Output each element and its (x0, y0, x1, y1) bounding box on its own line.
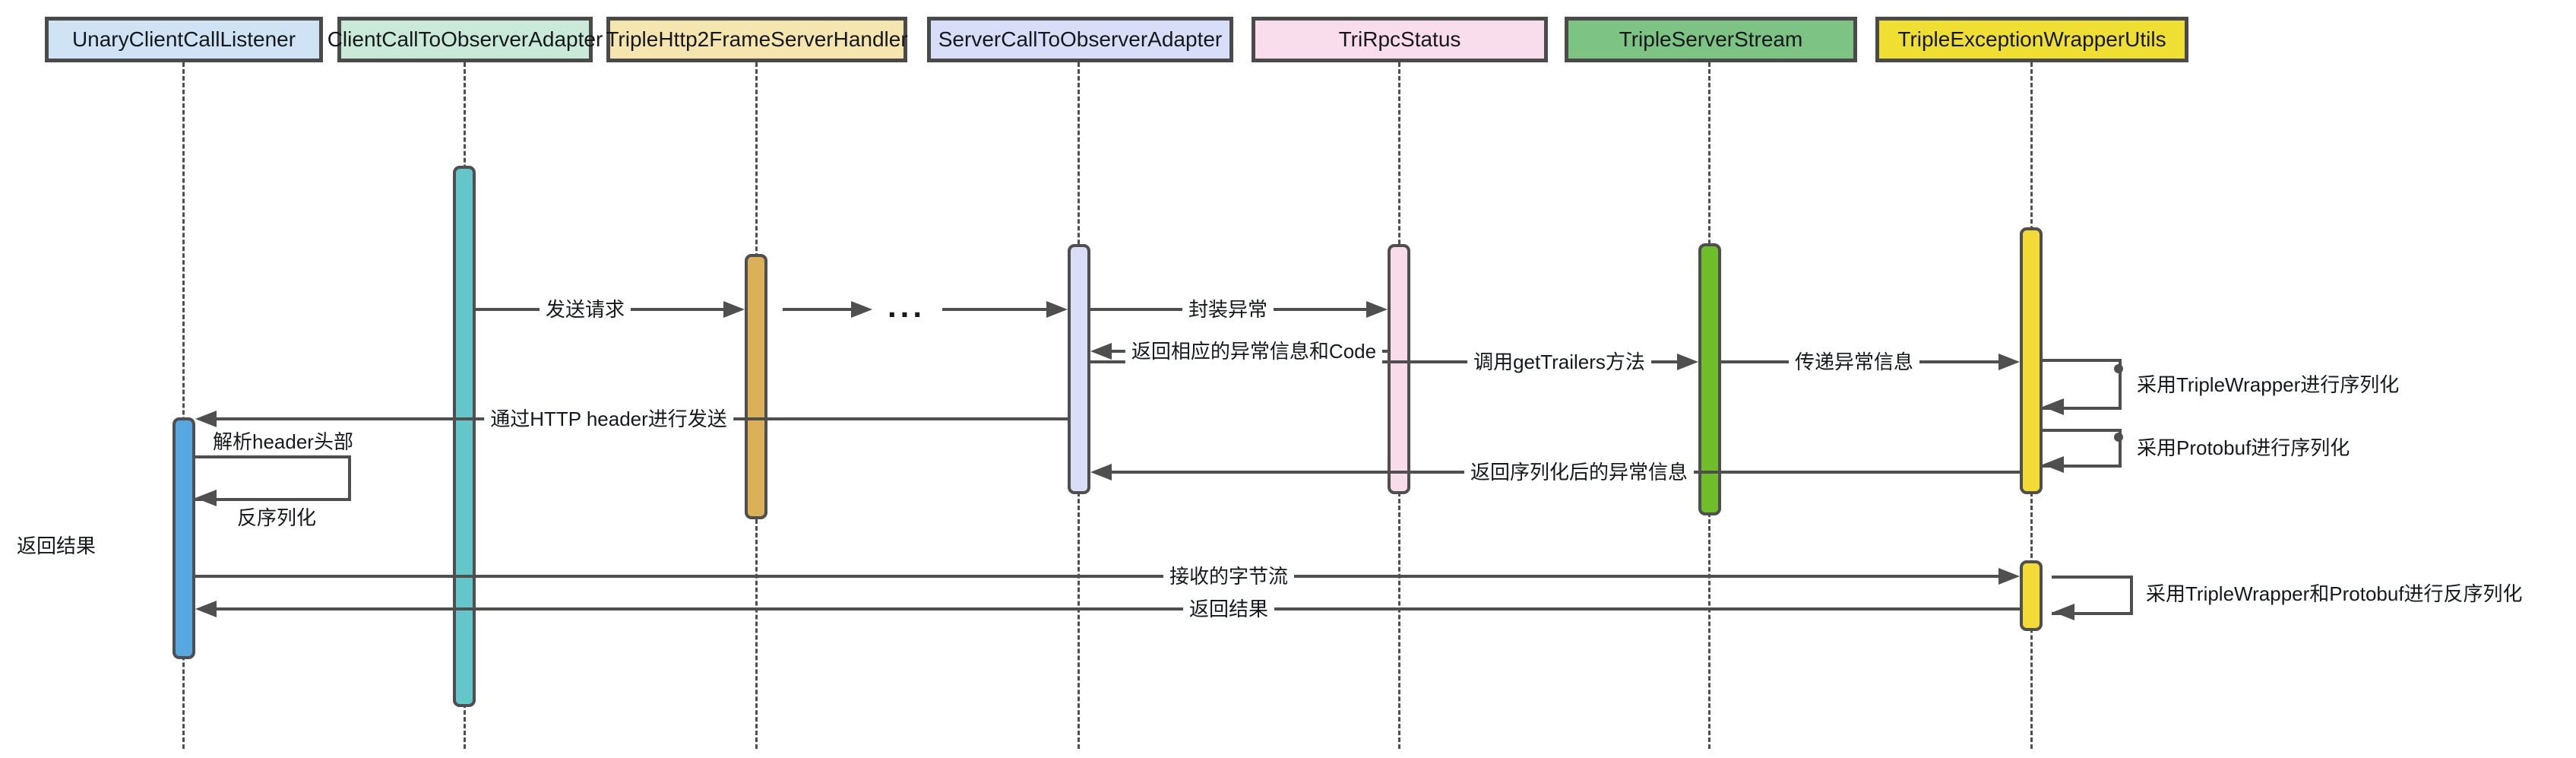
arrowhead-return-exception-info-code (1090, 343, 1112, 360)
participant-triple-exception-wrapper-utils: TripleExceptionWrapperUtils (1875, 17, 2188, 62)
participant-triple-http2-frame-server-handler: TripleHttp2FrameServerHandler (606, 17, 908, 62)
activation-bar-triple-server-stream (1698, 243, 1721, 515)
message-label-parse-header: 解析header头部 (213, 430, 353, 453)
activation-bar-client-call-to-observer-adapter (453, 166, 476, 707)
arrowhead-relay-1 (851, 301, 872, 318)
arrowhead-relay-2 (1046, 301, 1068, 318)
arrowhead-deserialize-wrapper-protobuf (2053, 604, 2074, 620)
arrowhead-call-get-trailers (1677, 354, 1698, 370)
message-label-serialize-triple-wrapper: 采用TripleWrapper进行序列化 (2137, 373, 2400, 396)
self-loop-serialize-triple-wrapper (2043, 359, 2122, 410)
lifeline-unary-client-call-listener (182, 62, 185, 749)
message-label-deserialize: 反序列化 (237, 506, 317, 529)
message-label-pass-exception-info: 传递异常信息 (1788, 349, 1920, 375)
loop-corner-dot-2 (2114, 433, 2123, 442)
arrowhead-send-request (723, 301, 745, 318)
arrowhead-deserialize (195, 490, 217, 506)
arrowhead-serialize-protobuf (2043, 456, 2064, 473)
participant-tri-rpc-status: TriRpcStatus (1252, 17, 1548, 62)
message-label-wrap-exception: 封装异常 (1182, 297, 1274, 322)
arrowhead-wrap-exception (1366, 301, 1388, 318)
activation-bar-server-call-to-observer-adapter (1068, 244, 1090, 494)
message-line-received-byte-stream (195, 575, 1998, 578)
arrowhead-return-serialized-exception (1090, 464, 1112, 480)
activation-bar-triple-exception-wrapper-utils-2 (2020, 560, 2043, 631)
activation-bar-tri-rpc-status (1388, 244, 1410, 494)
arrowhead-pass-exception-info (1998, 354, 2020, 370)
loop-corner-dot-1 (2114, 364, 2123, 373)
message-label-ellipsis: ... (888, 288, 926, 324)
message-label-return-serialized-exception: 返回序列化后的异常信息 (1464, 459, 1695, 485)
arrowhead-send-via-http-header (195, 411, 217, 427)
message-line-relay-2 (942, 308, 1046, 311)
participant-client-call-to-observer-adapter: ClientCallToObserverAdapter (328, 17, 603, 62)
message-label-call-get-trailers: 调用getTrailers方法 (1467, 349, 1651, 375)
message-line-call-get-trailers (1090, 360, 1677, 363)
self-loop-deserialize-wrapper-protobuf (2052, 576, 2133, 615)
arrowhead-return-result (195, 601, 217, 617)
self-loop-parse-header (195, 455, 351, 501)
message-label-deserialize-wrapper-protobuf: 采用TripleWrapper和Protobuf进行反序列化 (2146, 582, 2523, 605)
activation-bar-unary-client-call-listener (172, 417, 195, 659)
participant-unary-client-call-listener: UnaryClientCallListener (45, 17, 323, 62)
arrowhead-serialize-triple-wrapper (2043, 398, 2064, 415)
message-label-send-request: 发送请求 (539, 297, 631, 322)
message-label-send-via-http-header: 通过HTTP header进行发送 (484, 406, 733, 432)
participant-triple-server-stream: TripleServerStream (1565, 17, 1857, 62)
message-label-received-byte-stream: 接收的字节流 (1163, 563, 1295, 589)
activation-bar-triple-http2-frame-server-handler (745, 254, 767, 519)
activation-bar-triple-exception-wrapper-utils (2020, 227, 2043, 494)
message-label-return-result: 返回结果 (1182, 596, 1275, 622)
message-line-relay-1 (783, 308, 851, 311)
participant-server-call-to-observer-adapter: ServerCallToObserverAdapter (927, 17, 1233, 62)
message-label-return-exception-info-code: 返回相应的异常信息和Code (1125, 338, 1383, 364)
self-loop-serialize-protobuf (2043, 429, 2122, 468)
message-label-serialize-protobuf: 采用Protobuf进行序列化 (2137, 436, 2350, 459)
message-line-return-result (217, 607, 2020, 611)
arrowhead-received-byte-stream (1998, 568, 2020, 585)
message-label-return-result-left: 返回结果 (17, 534, 97, 557)
